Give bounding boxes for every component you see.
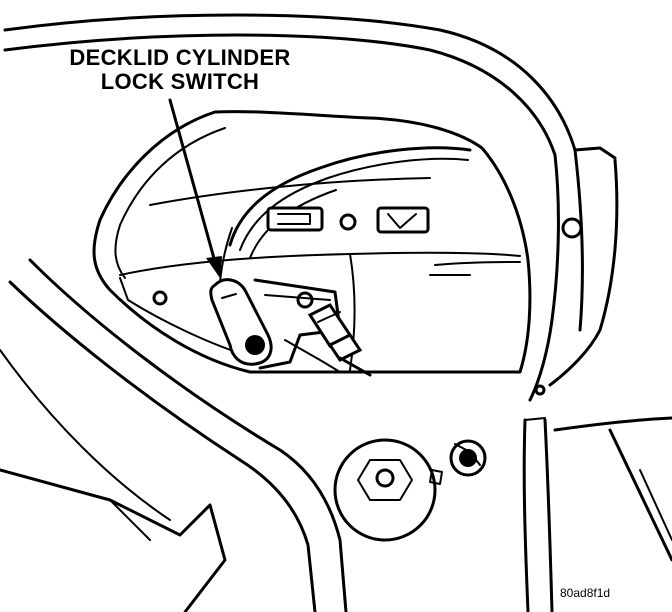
panel-slots <box>266 206 430 234</box>
figure-id: 80ad8f1d <box>560 586 611 600</box>
fastener-nut <box>449 439 487 477</box>
decklid-cylinder-lock-switch-label: DECKLID CYLINDER LOCK SWITCH <box>30 46 330 94</box>
decklid-cylinder-lock-switch <box>209 227 342 370</box>
wire-harness <box>228 146 472 259</box>
switch-connector <box>284 303 372 377</box>
callout-line-1: DECKLID CYLINDER <box>69 45 291 70</box>
callout-leader-arrow <box>168 98 222 278</box>
right-lower-panel <box>522 416 672 612</box>
decklid-strut-mount <box>333 438 443 542</box>
lower-body-panel <box>0 258 348 612</box>
decklid-inner-opening <box>92 110 532 374</box>
decklid-outer-panel <box>3 13 619 402</box>
mounting-holes <box>152 213 583 396</box>
callout-line-2: LOCK SWITCH <box>100 69 260 94</box>
